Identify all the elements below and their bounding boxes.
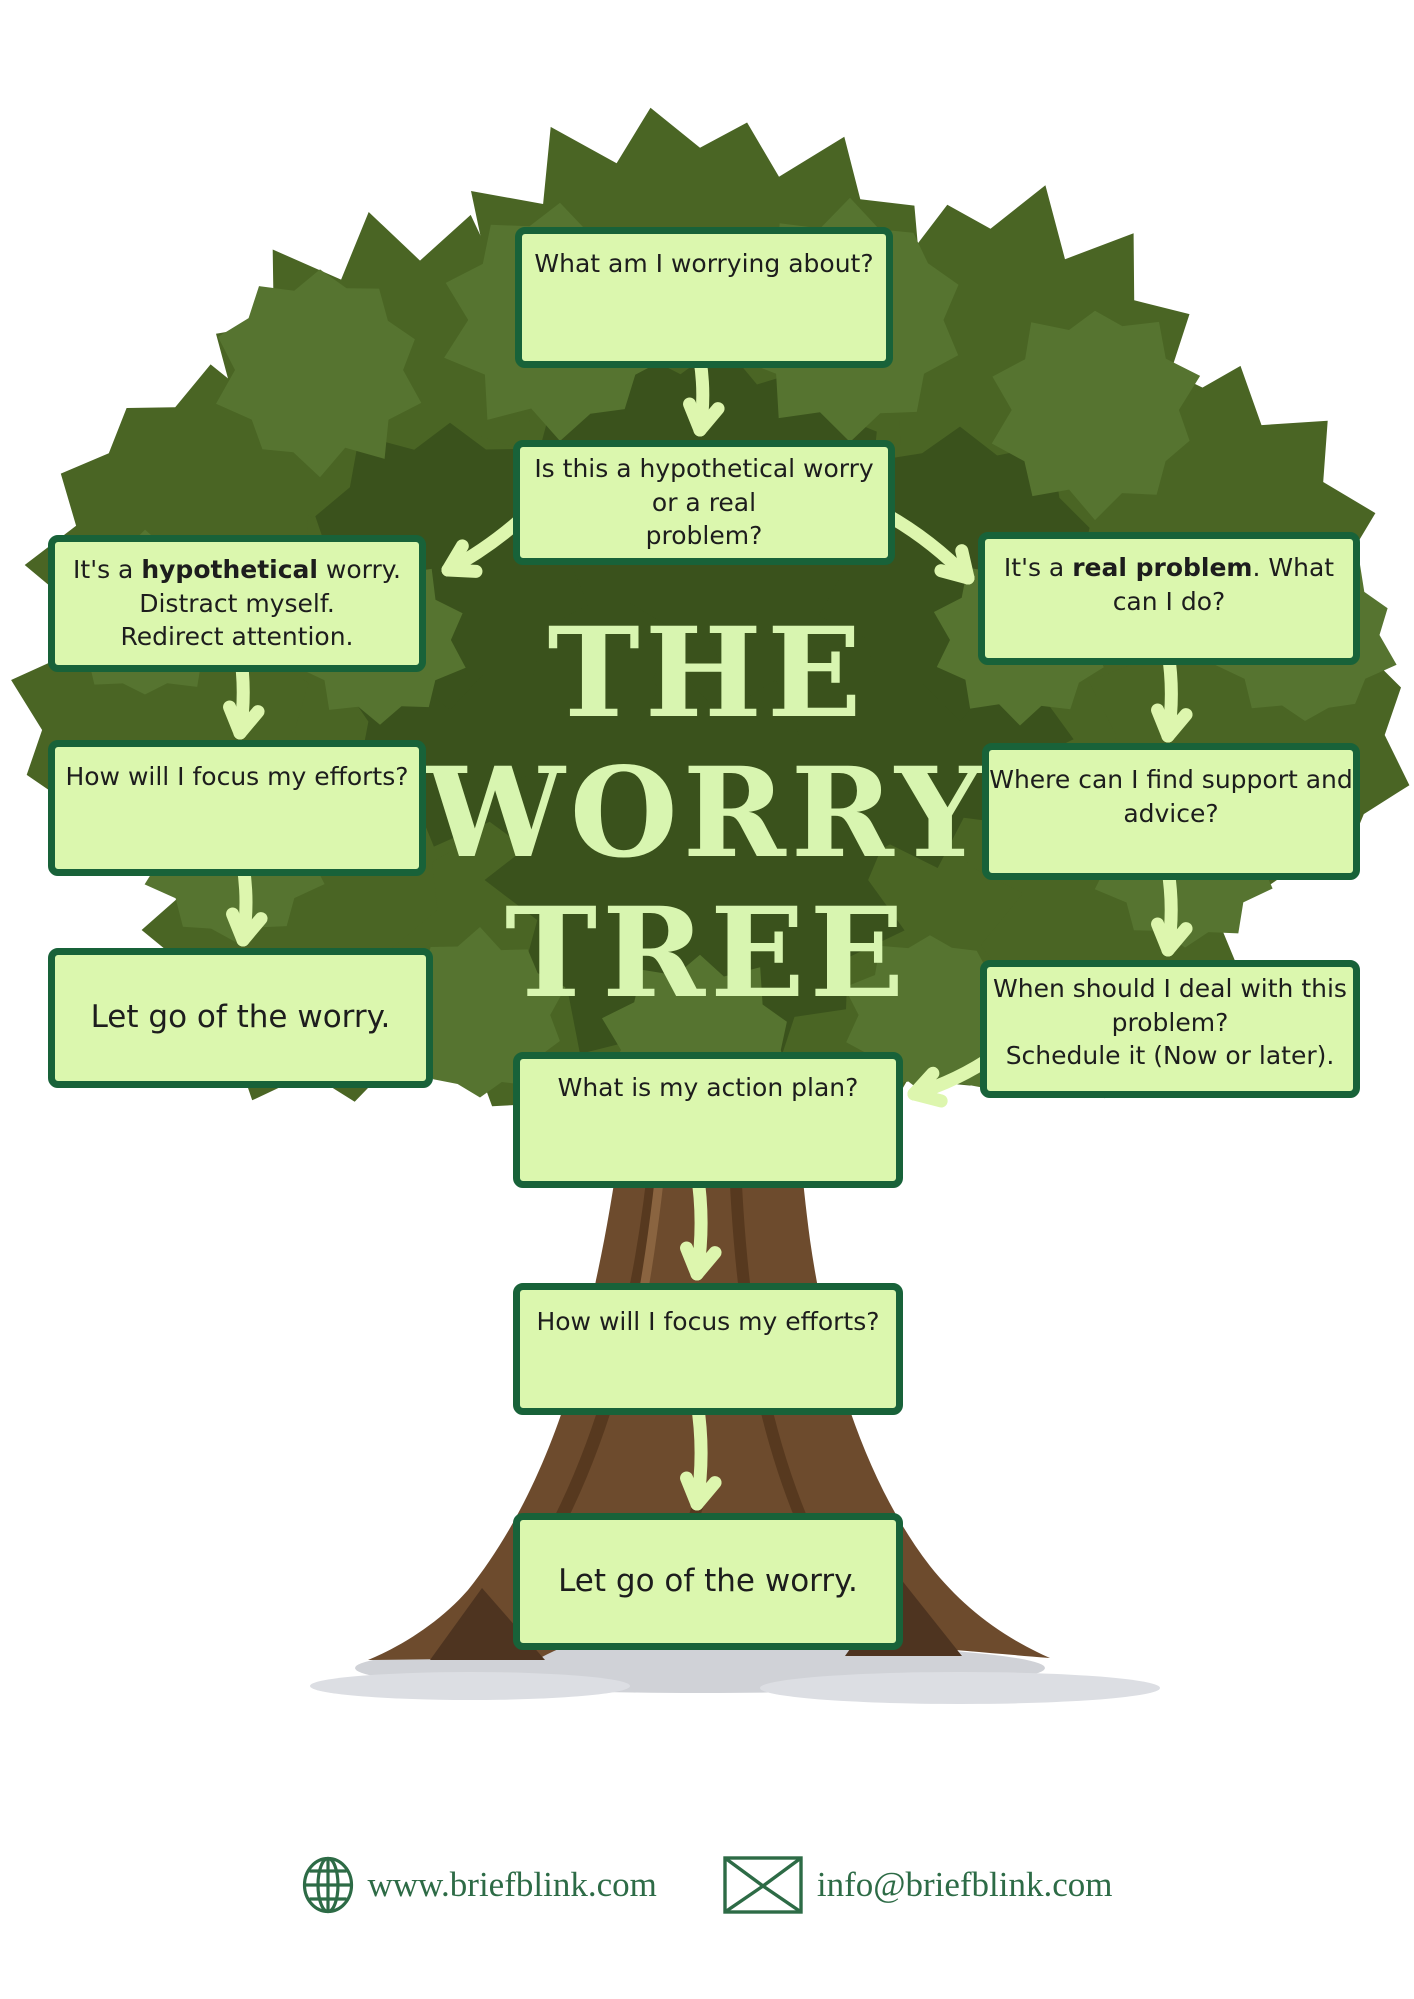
node-when-deal-schedule: When should I deal with this problem? Sc…: [980, 960, 1360, 1098]
node-hypothetical-or-real: Is this a hypothetical worry or a real p…: [513, 440, 895, 565]
node-text: Let go of the worry.: [558, 1562, 858, 1599]
footer: www.briefblink.com info@briefblink.com: [0, 1856, 1414, 1914]
node-text: How will I focus my efforts?: [65, 762, 409, 791]
node-its-real-problem: It's a real problem. What can I do?: [978, 532, 1360, 665]
globe-icon: [302, 1856, 353, 1914]
node-let-go-left: Let go of the worry.: [48, 948, 433, 1088]
title-line-3: TREE: [504, 881, 910, 1027]
poster-title: THE WORRY TREE: [0, 601, 1414, 1027]
email-link[interactable]: info@briefblink.com: [816, 1865, 1113, 1904]
node-how-focus-efforts-center: How will I focus my efforts?: [513, 1283, 903, 1415]
title-line-1: THE: [547, 601, 867, 746]
node-text: What is my action plan?: [557, 1073, 859, 1102]
node-text: How will I focus my efforts?: [536, 1307, 880, 1336]
node-text: It's a hypothetical worry. Distract myse…: [73, 555, 401, 652]
node-let-go-center: Let go of the worry.: [513, 1513, 903, 1650]
title-line-2: WORRY: [425, 741, 989, 887]
node-text: Is this a hypothetical worry or a real p…: [534, 454, 874, 550]
node-what-am-i-worrying-about: What am I worrying about?: [515, 227, 893, 368]
node-how-focus-efforts-left: How will I focus my efforts?: [48, 740, 426, 876]
node-text: It's a real problem. What can I do?: [1003, 553, 1335, 616]
node-where-find-support: Where can I find support and advice?: [982, 743, 1360, 880]
node-text: What am I worrying about?: [534, 249, 874, 278]
website-contact: www.briefblink.com: [302, 1856, 657, 1914]
email-contact: info@briefblink.com: [723, 1856, 1113, 1914]
node-text: Let go of the worry.: [90, 999, 391, 1036]
website-link[interactable]: www.briefblink.com: [367, 1865, 657, 1904]
node-text: When should I deal with this problem? Sc…: [993, 974, 1347, 1070]
node-action-plan: What is my action plan?: [513, 1052, 903, 1188]
node-its-hypothetical-worry: It's a hypothetical worry. Distract myse…: [48, 535, 426, 672]
node-text: Where can I find support and advice?: [989, 765, 1353, 828]
envelope-icon: [723, 1856, 803, 1914]
